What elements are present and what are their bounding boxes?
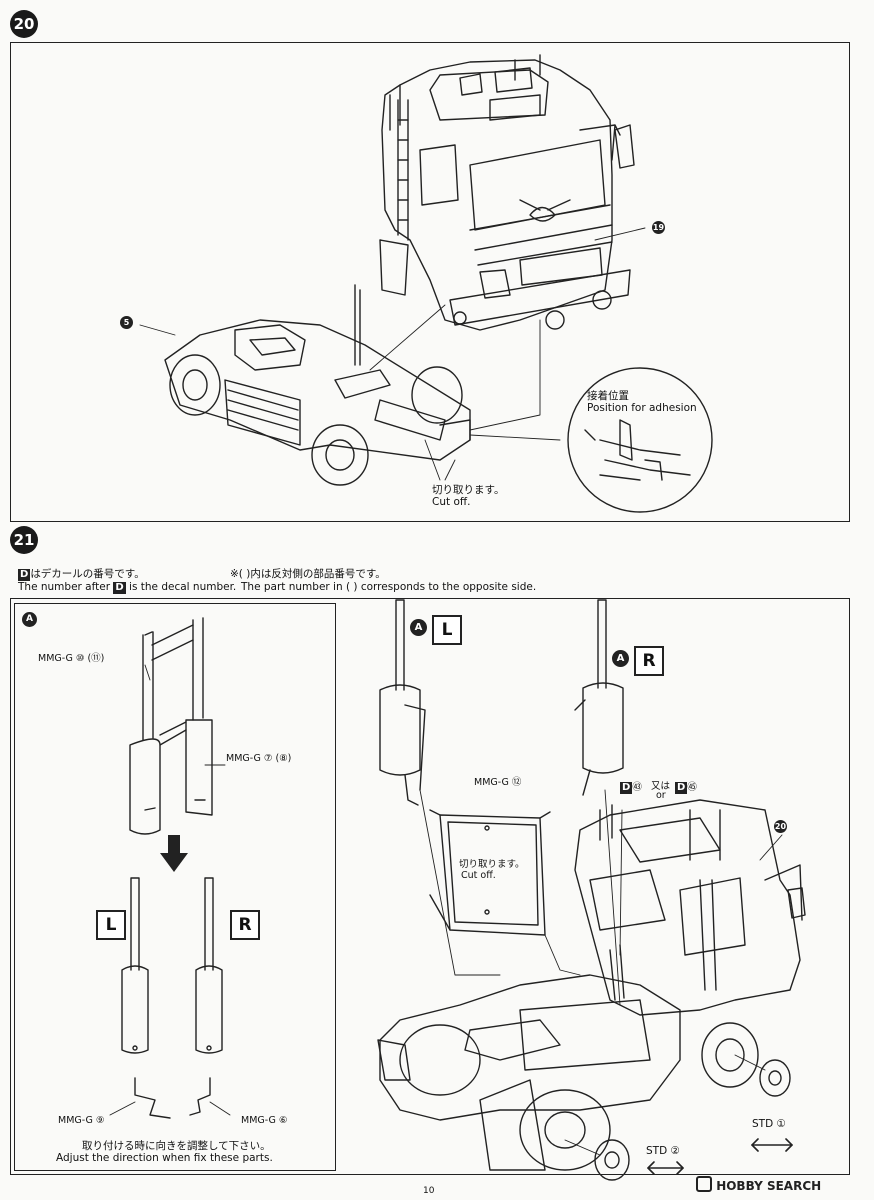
step-number-20: 20 bbox=[10, 10, 38, 38]
muffler-left-a-badge: A bbox=[410, 619, 427, 636]
part-label-mmg-g6: MMG-G ⑥ bbox=[241, 1115, 288, 1126]
page-number: 10 bbox=[423, 1186, 435, 1196]
decal-or-en: or bbox=[656, 790, 666, 801]
muffler-right-r-label: R bbox=[634, 646, 664, 676]
cutoff-label-jp-20: 切り取ります。 bbox=[432, 484, 505, 496]
muffler-exploded-inset bbox=[129, 617, 213, 835]
muffler-left-l-label: L bbox=[432, 615, 462, 645]
decal-number-43: ㊸ bbox=[632, 782, 642, 793]
decal-note-en-post: is the decal number. bbox=[129, 581, 237, 593]
decal-number-45: ㊺ bbox=[687, 782, 697, 793]
double-arrow-icon-std2 bbox=[647, 1161, 684, 1175]
step20-frame bbox=[10, 42, 850, 522]
adjust-note-jp: 取り付ける時に向きを調整して下さい。 bbox=[82, 1140, 271, 1152]
part-callout-5: 5 bbox=[120, 316, 133, 329]
adhesion-detail-circle bbox=[567, 367, 713, 513]
std1-label: STD ① bbox=[752, 1118, 786, 1130]
watermark-brand: HOBBY bbox=[716, 1179, 763, 1193]
right-side-label: R bbox=[230, 910, 260, 940]
watermark-rest: SEARCH bbox=[766, 1179, 822, 1193]
decal-box-icon: D bbox=[675, 782, 688, 794]
decal-note-en-pre: The number after bbox=[18, 581, 111, 593]
muffler-assembled-left bbox=[121, 877, 171, 1119]
cutoff-label-en-21: Cut off. bbox=[461, 870, 496, 881]
wheel-cover-std2 bbox=[594, 1139, 630, 1181]
tractor-illustration-21 bbox=[377, 599, 806, 1171]
decal-box-icon: D bbox=[113, 582, 126, 594]
paren-note-jp: ※( )内は反対側の部品番号です。 bbox=[230, 568, 386, 580]
double-arrow-icon-std1 bbox=[751, 1138, 793, 1152]
arrow-down-icon bbox=[160, 835, 188, 872]
step21-frame bbox=[10, 598, 850, 1175]
part-callout-20: 20 bbox=[774, 820, 787, 833]
adjust-note-en: Adjust the direction when fix these part… bbox=[56, 1152, 273, 1164]
step-number-21: 21 bbox=[10, 526, 38, 554]
watermark-logo-icon bbox=[696, 1176, 712, 1192]
decal-or-jp: 又は bbox=[651, 781, 671, 792]
cab-illustration-20 bbox=[379, 54, 635, 331]
adhesion-label-en: Position for adhesion bbox=[587, 402, 697, 414]
paren-note-en: The part number in ( ) corresponds to th… bbox=[241, 581, 537, 593]
std2-label: STD ② bbox=[646, 1145, 680, 1157]
part-callout-19: 19 bbox=[652, 221, 665, 234]
muffler-right-a-badge: A bbox=[612, 650, 629, 667]
decal-note-jp-text: はデカールの番号です。 bbox=[30, 568, 145, 580]
part-label-mmg-g9: MMG-G ⑨ bbox=[58, 1115, 105, 1126]
cutoff-label-en-20: Cut off. bbox=[432, 496, 471, 508]
decal-box-icon: D bbox=[620, 782, 633, 794]
part-label-mmg-g10-11: MMG-G ⑩ (⑪) bbox=[38, 653, 105, 664]
chassis-illustration-20 bbox=[164, 284, 471, 486]
inset-label-a: A bbox=[22, 612, 37, 627]
cutoff-label-jp-21: 切り取ります。 bbox=[459, 859, 525, 870]
wheel-cover-std1 bbox=[759, 1059, 791, 1097]
decal-note-en: The number after D is the decal number. bbox=[18, 581, 236, 594]
part-label-mmg-g7-8: MMG-G ⑦ (⑧) bbox=[226, 753, 292, 764]
adhesion-label-jp: 接着位置 bbox=[587, 390, 629, 402]
decal-box-icon: D bbox=[18, 569, 31, 581]
muffler-assembled-right bbox=[189, 877, 223, 1116]
inset-a-frame bbox=[14, 603, 336, 1171]
left-side-label: L bbox=[96, 910, 126, 940]
part-label-mmg-g12: MMG-G ⑫ bbox=[474, 777, 522, 788]
hobby-search-watermark: HOBBY SEARCH bbox=[696, 1176, 821, 1193]
